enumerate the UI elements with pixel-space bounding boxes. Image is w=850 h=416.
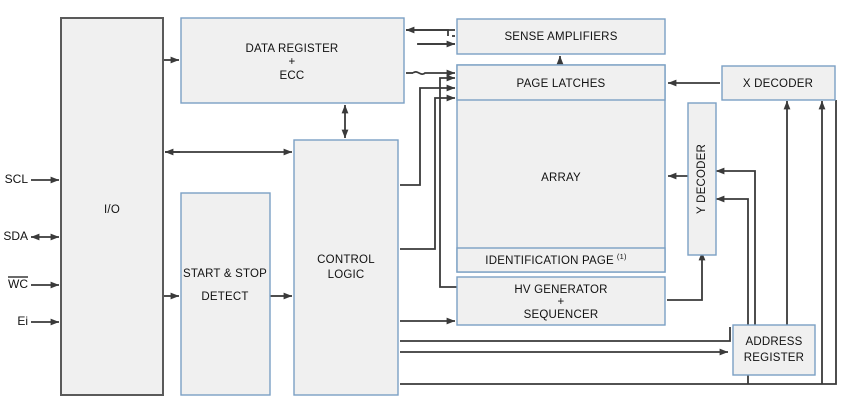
block-y-decoder-label: Y DECODER xyxy=(696,144,708,214)
block-control-logic[interactable]: CONTROL LOGIC xyxy=(293,139,399,396)
signal-label-scl: SCL xyxy=(5,172,29,186)
block-hv-generator-label-2: + xyxy=(558,296,565,308)
wire-datareg-pagelatch-hop xyxy=(412,69,456,77)
block-control-logic-label-1: CONTROL xyxy=(317,254,375,266)
wire-control-bottom-bus xyxy=(400,100,837,385)
wire-control-pagelatch-2 xyxy=(400,94,456,250)
block-sense-amplifiers-label: SENSE AMPLIFIERS xyxy=(504,31,617,43)
block-data-register-label-3: ECC xyxy=(280,70,305,82)
block-page-latches-label: PAGE LATCHES xyxy=(517,78,606,90)
block-array-label: ARRAY xyxy=(541,172,581,184)
block-data-register-label-1: DATA REGISTER xyxy=(246,43,339,55)
wire-addrreg-ydec-2 xyxy=(715,195,749,384)
block-start-stop-detect[interactable]: START & STOP DETECT xyxy=(180,192,271,396)
block-address-register-label-2: REGISTER xyxy=(744,352,804,364)
block-hv-generator[interactable]: HV GENERATOR + SEQUENCER xyxy=(456,276,666,326)
signal-label-wc: WC xyxy=(8,277,28,291)
block-y-decoder[interactable]: Y DECODER xyxy=(687,102,717,256)
block-hv-generator-label-3: SEQUENCER xyxy=(524,309,599,321)
block-x-decoder[interactable]: X DECODER xyxy=(721,65,836,101)
signal-labels: SCL SDA WC Ei xyxy=(3,172,28,328)
block-start-stop-label-2: DETECT xyxy=(201,291,248,303)
block-io-label: I/O xyxy=(104,204,120,216)
wire-addrreg-ydec-1 xyxy=(715,167,756,325)
block-data-register-label-2: + xyxy=(289,56,296,68)
block-sense-amplifiers[interactable]: SENSE AMPLIFIERS xyxy=(456,18,666,55)
block-page-latches[interactable]: PAGE LATCHES xyxy=(456,64,666,101)
block-address-register[interactable]: ADDRESS REGISTER xyxy=(732,324,816,376)
block-identification-page[interactable]: IDENTIFICATION PAGE(1) xyxy=(456,247,666,273)
block-hv-generator-label-1: HV GENERATOR xyxy=(514,284,607,296)
signal-label-sda: SDA xyxy=(3,229,28,243)
block-control-logic-label-2: LOGIC xyxy=(328,269,365,281)
block-address-register-label-1: ADDRESS xyxy=(746,336,803,348)
wire-control-addrreg-upper xyxy=(400,327,731,342)
wire-hvgen-pagelatch xyxy=(439,74,457,288)
wire-hvgen-ydec xyxy=(667,251,706,301)
block-identification-page-label: IDENTIFICATION PAGE(1) xyxy=(485,252,627,267)
wire-control-pagelatch-1 xyxy=(400,84,456,186)
block-x-decoder-label: X DECODER xyxy=(743,78,813,90)
block-io[interactable]: I/O xyxy=(60,17,164,396)
block-data-register[interactable]: DATA REGISTER + ECC xyxy=(180,17,405,104)
block-start-stop-label-1: START & STOP xyxy=(183,268,267,280)
signal-label-ei: Ei xyxy=(17,314,28,328)
